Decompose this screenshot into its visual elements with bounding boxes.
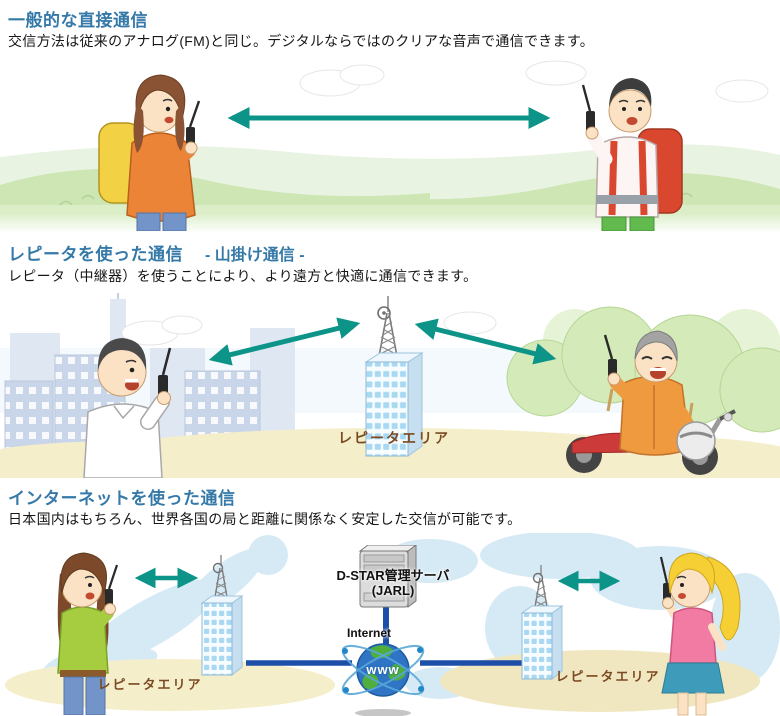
server-label-line2: (JARL) <box>371 583 415 598</box>
right-repeater-tower <box>520 565 564 681</box>
server-label-line1: D-STAR管理サーバ <box>336 568 450 583</box>
operator-woman-right-illustration <box>659 552 741 716</box>
left-repeater-tower <box>200 555 244 677</box>
internet-body: 日本国内はもちろん、世界各国の局と距離に関係なく安定した交信が可能です。 <box>8 511 522 527</box>
operator-woman-left-illustration <box>57 552 119 715</box>
internet-title: インターネットを使った通信 <box>8 489 236 508</box>
repeater-tower <box>364 296 424 457</box>
direct-title: 一般的な直接通信 <box>8 11 148 30</box>
repeater-subtitle: - 山掛け通信 - <box>205 247 305 264</box>
server-label: D-STAR管理サーバ (JARL) <box>308 568 478 598</box>
repeater-title-row: レピータを使った通信 - 山掛け通信 - <box>8 240 305 265</box>
scene-repeater: レピータエリア <box>0 293 780 478</box>
internet-label: Internet <box>346 626 391 640</box>
internet-globe: Internet www <box>333 622 433 716</box>
section-repeater: レピータを使った通信 - 山掛け通信 - レピータ（中継器）を使うことにより、よ… <box>0 237 780 478</box>
city-operator-illustration <box>83 338 172 478</box>
globe-graphic <box>341 643 425 716</box>
scene-direct <box>0 55 780 233</box>
section-direct: 一般的な直接通信 交信方法は従来のアナログ(FM)と同じ。デジタルならではのクリ… <box>0 0 780 233</box>
right-repeater-area-label: レピータエリア <box>555 669 661 684</box>
scene-internet: D-STAR管理サーバ (JARL) <box>0 533 780 716</box>
antenna-dish-icon <box>377 306 391 320</box>
biker-operator-illustration <box>566 330 736 475</box>
www-label: www <box>366 662 400 677</box>
direct-body: 交信方法は従来のアナログ(FM)と同じ。デジタルならではのクリアな音声で通信でき… <box>8 33 595 49</box>
antenna-dish-icon <box>212 562 224 574</box>
hiker-woman-illustration <box>98 74 201 231</box>
repeater-title: レピータを使った通信 <box>8 245 183 264</box>
gateway-server <box>358 545 417 608</box>
antenna-dish-icon <box>532 572 544 584</box>
section-internet: インターネットを使った通信 日本国内はもちろん、世界各国の局と距離に関係なく安定… <box>0 481 780 716</box>
hiker-man-illustration <box>581 78 683 231</box>
repeater-body: レピータ（中継器）を使うことにより、より遠方と快適に通信できます。 <box>8 268 478 284</box>
repeater-area-label: レピータエリア <box>338 430 450 446</box>
left-repeater-area-label: レピータエリア <box>97 677 203 692</box>
helmet-icon <box>676 421 716 461</box>
